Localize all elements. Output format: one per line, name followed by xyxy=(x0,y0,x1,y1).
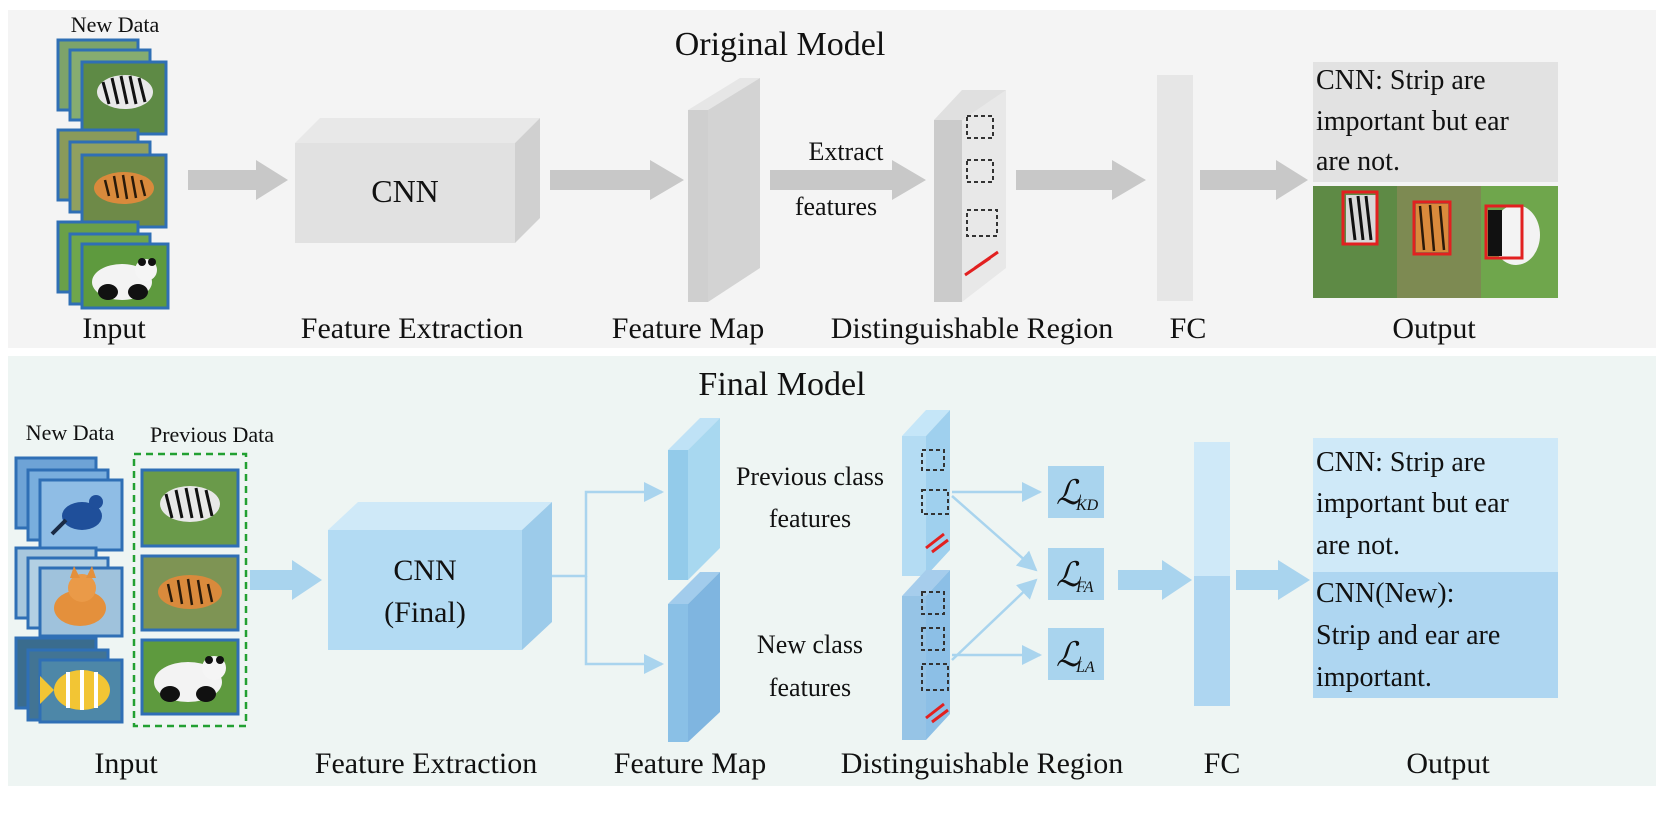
zebra-image-stack xyxy=(56,38,168,136)
top-arrow-fc-to-output xyxy=(1200,160,1308,200)
bottom-fc-label: FC xyxy=(1204,747,1241,780)
original-model-title: Original Model xyxy=(675,26,886,63)
top-new-data-caption: New Data xyxy=(71,12,160,37)
new-data-images xyxy=(14,456,124,724)
previous-data-images xyxy=(140,468,240,716)
bottom-cnn-label-2: (Final) xyxy=(384,596,466,629)
bottom-cnn-block: CNN (Final) xyxy=(328,502,552,650)
bottom-input-label: Input xyxy=(94,747,158,780)
previous-class-region xyxy=(902,410,950,576)
previous-class-label-1: Previous class xyxy=(736,462,884,491)
loss-fa-box: ℒ FA xyxy=(1048,548,1104,600)
cat-image-stack xyxy=(14,546,124,638)
svg-text:KD: KD xyxy=(1075,497,1099,514)
top-arrow-region-to-fc xyxy=(1016,160,1146,200)
top-input-label: Input xyxy=(82,312,146,345)
top-fc-label: FC xyxy=(1170,312,1207,345)
top-extract-label-2: features xyxy=(795,192,877,221)
top-arrow-cnn-to-map xyxy=(550,160,684,200)
panda-image-stack xyxy=(56,220,170,310)
previous-class-feature-map xyxy=(668,418,720,580)
previous-class-label-2: features xyxy=(769,504,851,533)
bottom-cnn-label-1: CNN xyxy=(393,554,456,587)
top-cnn-block: CNN xyxy=(295,118,540,243)
svg-text:LA: LA xyxy=(1075,659,1095,676)
bottom-flow-arrows xyxy=(250,560,1310,600)
top-output-text: CNN: Strip are important but ear are not… xyxy=(1316,65,1516,177)
svg-text:ℒ: ℒ xyxy=(1056,475,1082,512)
loss-arrows xyxy=(951,482,1042,665)
top-arrow-input-to-cnn xyxy=(188,160,288,200)
panda-highlight-box xyxy=(1484,204,1524,260)
bottom-arrow-fc-to-output xyxy=(1236,560,1310,600)
tiger-image-stack xyxy=(56,128,168,229)
loss-la-box: ℒ LA xyxy=(1048,628,1104,680)
bottom-fc-previous xyxy=(1194,442,1230,576)
top-distinguishable-region xyxy=(934,90,1006,302)
bluejay-image-stack xyxy=(14,456,124,552)
svg-text:ℒ: ℒ xyxy=(1056,557,1082,594)
loss-kd-box: ℒ KD xyxy=(1048,466,1104,518)
top-feature-map-label: Feature Map xyxy=(612,312,764,345)
top-extract-label-1: Extract xyxy=(808,137,884,166)
new-class-region xyxy=(902,570,950,740)
bottom-region-label: Distinguishable Region xyxy=(841,747,1123,780)
bottom-arrow-region-to-fc xyxy=(1118,560,1192,600)
new-class-feature-map xyxy=(668,572,720,742)
top-region-label: Distinguishable Region xyxy=(831,312,1113,345)
top-flow-arrows xyxy=(188,160,1308,200)
bottom-fc-new xyxy=(1194,576,1230,706)
svg-text:FA: FA xyxy=(1075,579,1094,596)
top-output-label: Output xyxy=(1392,312,1476,345)
top-cnn-label: CNN xyxy=(371,173,439,209)
output-previous-text: CNN: Strip are important but ear are not… xyxy=(1316,447,1516,561)
output-new-text: CNN(New): Strip and ear are important. xyxy=(1316,578,1507,693)
output-previous-textbox xyxy=(1313,438,1558,572)
top-output-textbox xyxy=(1313,62,1558,182)
svg-text:ℒ: ℒ xyxy=(1056,637,1082,674)
new-class-label-2: features xyxy=(769,673,851,702)
top-feature-map xyxy=(688,78,760,302)
bottom-output-label: Output xyxy=(1406,747,1490,780)
bottom-feature-map-label: Feature Map xyxy=(614,747,766,780)
bottom-previous-data-caption: Previous Data xyxy=(150,422,274,447)
top-fc-layer xyxy=(1157,75,1193,301)
cnn-split-arrows xyxy=(552,482,664,674)
tiger-highlight-box xyxy=(1412,200,1452,256)
new-class-label-1: New class xyxy=(757,630,863,659)
bottom-new-data-caption: New Data xyxy=(26,420,115,445)
bottom-arrow-input-to-cnn xyxy=(250,560,322,600)
top-output-images xyxy=(1313,186,1558,298)
output-new-textbox xyxy=(1313,572,1558,698)
bottom-feature-extraction-label: Feature Extraction xyxy=(315,747,537,780)
top-feature-extraction-label: Feature Extraction xyxy=(301,312,523,345)
fish-image-stack xyxy=(14,636,124,724)
top-input-images xyxy=(56,38,170,310)
final-model-title: Final Model xyxy=(698,366,865,403)
zebra-highlight-box xyxy=(1341,190,1379,246)
top-arrow-map-to-region xyxy=(770,160,926,200)
